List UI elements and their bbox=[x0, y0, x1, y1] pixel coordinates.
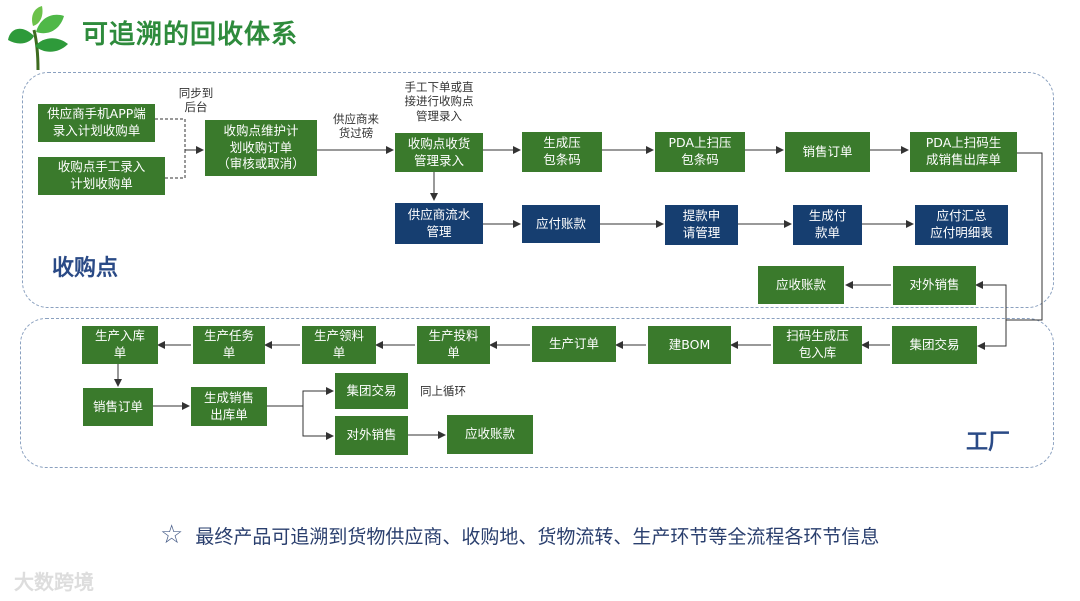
footer-statement: ☆ 最终产品可追溯到货物供应商、收购地、货物流转、生产环节等全流程各环节信息 bbox=[160, 520, 879, 550]
group-trade-box: 集团交易 bbox=[892, 326, 977, 364]
factory-label: 工厂 bbox=[966, 430, 1011, 455]
production-inbound-box: 生产入库单 bbox=[82, 326, 158, 364]
star-icon: ☆ bbox=[160, 520, 184, 550]
acquisition-point-label: 收购点 bbox=[52, 256, 119, 281]
scan-bale-inbound-box: 扫码生成压包入库 bbox=[773, 326, 862, 364]
factory-external-sales-box: 对外销售 bbox=[335, 416, 408, 455]
watermark: 大数跨境 bbox=[14, 570, 94, 594]
factory-zone bbox=[20, 318, 1054, 468]
accounts-receivable-box: 应收账款 bbox=[758, 266, 844, 304]
same-cycle-note: 同上循环 bbox=[420, 384, 466, 398]
page-title: 可追溯的回收体系 bbox=[82, 20, 299, 50]
generate-bale-barcode-box: 生成压包条码 bbox=[522, 132, 602, 172]
acquisition-point-zone bbox=[22, 72, 1054, 308]
factory-accounts-receivable-box: 应收账款 bbox=[447, 415, 533, 454]
receiving-management-box: 收购点收货管理录入 bbox=[395, 133, 483, 172]
leaf-logo-icon bbox=[8, 6, 68, 71]
sync-note: 同步到后台 bbox=[178, 86, 214, 115]
factory-sales-order-box: 销售订单 bbox=[83, 388, 153, 426]
manual-order-note: 手工下单或直接进行收购点管理录入 bbox=[404, 80, 474, 123]
generate-sales-outbound-box: 生成销售出库单 bbox=[191, 387, 267, 426]
supplier-app-entry-box: 供应商手机APP端录入计划收购单 bbox=[38, 104, 155, 142]
production-task-box: 生产任务单 bbox=[193, 326, 265, 364]
production-feeding-box: 生产投料单 bbox=[417, 326, 490, 364]
withdrawal-request-box: 提款申请管理 bbox=[665, 205, 738, 245]
production-order-box: 生产订单 bbox=[532, 326, 616, 362]
external-sales-box: 对外销售 bbox=[893, 266, 976, 305]
pda-scan-bale-box: PDA上扫压包条码 bbox=[655, 132, 745, 172]
sales-order-box: 销售订单 bbox=[785, 132, 870, 172]
pda-sales-outbound-box: PDA上扫码生成销售出库单 bbox=[910, 132, 1017, 172]
generate-payment-box: 生成付款单 bbox=[793, 205, 862, 245]
supplier-ledger-box: 供应商流水管理 bbox=[395, 203, 483, 244]
build-bom-box: 建BOM bbox=[648, 326, 731, 364]
maintain-purchase-order-box: 收购点维护计划收购订单（审核或取消） bbox=[205, 120, 317, 176]
accounts-payable-box: 应付账款 bbox=[522, 205, 600, 243]
footer-text: 最终产品可追溯到货物供应商、收购地、货物流转、生产环节等全流程各环节信息 bbox=[195, 525, 880, 548]
manual-entry-box: 收购点手工录入计划收购单 bbox=[38, 157, 165, 195]
payable-summary-box: 应付汇总应付明细表 bbox=[915, 205, 1008, 245]
supplier-weighing-note: 供应商来货过磅 bbox=[333, 112, 379, 141]
production-picking-box: 生产领料单 bbox=[302, 326, 376, 364]
factory-group-trade-box: 集团交易 bbox=[335, 373, 408, 409]
